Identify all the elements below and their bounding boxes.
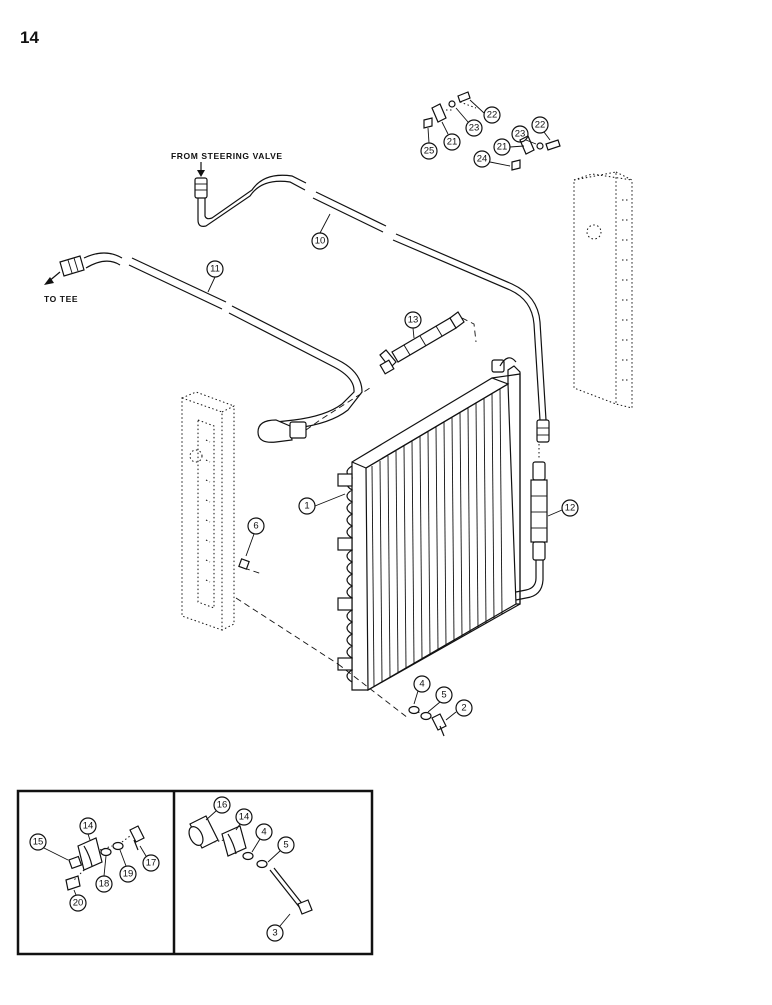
svg-text:18: 18 [99, 879, 110, 890]
arrow-down-icon [197, 162, 205, 177]
callout-15: 15 [29, 833, 69, 861]
callout-23-right: 23 [511, 125, 537, 145]
mount-tab-2 [337, 537, 353, 551]
callout-1: 1 [298, 493, 346, 515]
svg-text:25: 25 [424, 146, 435, 157]
cooler-fins [371, 388, 503, 687]
hose-13 [305, 311, 477, 431]
svg-text:4: 4 [419, 679, 424, 690]
svg-text:1: 1 [304, 501, 309, 512]
svg-text:11: 11 [210, 264, 220, 275]
callout-5-inset: 5 [267, 836, 295, 863]
cooler-tube-bends [346, 465, 354, 683]
svg-text:4: 4 [261, 827, 266, 838]
detail-inset: 14 15 17 18 19 [16, 789, 374, 956]
svg-text:5: 5 [441, 690, 446, 701]
callout-18: 18 [95, 855, 113, 893]
callout-3: 3 [266, 913, 291, 942]
svg-text:14: 14 [83, 821, 94, 832]
callout-25: 25 [420, 127, 438, 160]
hose-12 [515, 444, 548, 601]
arrow-left-icon [44, 271, 61, 285]
svg-text:21: 21 [497, 142, 508, 153]
svg-text:20: 20 [73, 898, 84, 909]
svg-text:21: 21 [447, 137, 458, 148]
callout-13: 13 [404, 311, 422, 339]
detail-clamp-assembly-left [65, 825, 145, 891]
callout-20: 20 [69, 889, 87, 912]
svg-text:6: 6 [253, 521, 258, 532]
callout-23-left: 23 [455, 107, 483, 137]
callout-24: 24 [473, 150, 511, 168]
right-mounting-bracket [573, 171, 633, 409]
nut-6 [238, 558, 250, 570]
svg-text:3: 3 [272, 928, 277, 939]
callout-2: 2 [445, 699, 473, 721]
svg-text:17: 17 [146, 858, 157, 869]
label-from-steering-valve: FROM STEERING VALVE [171, 151, 283, 161]
callout-19: 19 [119, 849, 137, 883]
mount-tab-1 [337, 473, 353, 487]
svg-text:15: 15 [33, 837, 44, 848]
callout-22-right: 22 [531, 116, 551, 141]
callout-21-right: 21 [493, 138, 525, 156]
tube-10 [194, 174, 550, 443]
svg-text:13: 13 [408, 315, 419, 326]
callout-12: 12 [547, 499, 579, 517]
callout-21-left: 21 [441, 121, 461, 151]
svg-text:23: 23 [469, 123, 480, 134]
mount-tab-3 [337, 597, 353, 611]
svg-text:2: 2 [461, 703, 466, 714]
svg-text:22: 22 [535, 120, 546, 131]
svg-text:5: 5 [283, 840, 288, 851]
callout-6: 6 [245, 517, 265, 557]
page-number: 14 [20, 28, 39, 47]
left-mounting-bracket [181, 391, 235, 631]
callout-14-right: 14 [235, 808, 253, 831]
detail-clamp-assembly-right [188, 815, 313, 915]
svg-text:12: 12 [565, 503, 576, 514]
svg-text:24: 24 [477, 154, 488, 165]
callout-5: 5 [427, 686, 453, 713]
svg-text:19: 19 [123, 869, 134, 880]
tube-11 [59, 252, 363, 443]
svg-text:16: 16 [217, 800, 228, 811]
callout-14-left: 14 [79, 817, 97, 841]
label-to-tee: TO TEE [44, 294, 78, 304]
callout-4-inset: 4 [251, 823, 273, 853]
svg-text:10: 10 [315, 236, 326, 247]
hardware-group-top-left [423, 91, 477, 129]
bolt-washer-set [408, 705, 447, 737]
callout-17: 17 [139, 845, 160, 872]
callout-10: 10 [311, 213, 331, 250]
callout-22-left: 22 [469, 99, 501, 124]
callout-4: 4 [413, 675, 431, 705]
oil-cooler-core [337, 357, 521, 692]
mount-tab-4 [337, 657, 353, 671]
hardware-group-top-right [511, 135, 561, 171]
svg-text:14: 14 [239, 812, 250, 823]
svg-text:22: 22 [487, 110, 498, 121]
callout-16: 16 [205, 796, 231, 821]
callout-11: 11 [206, 260, 224, 293]
svg-text:23: 23 [515, 129, 526, 140]
